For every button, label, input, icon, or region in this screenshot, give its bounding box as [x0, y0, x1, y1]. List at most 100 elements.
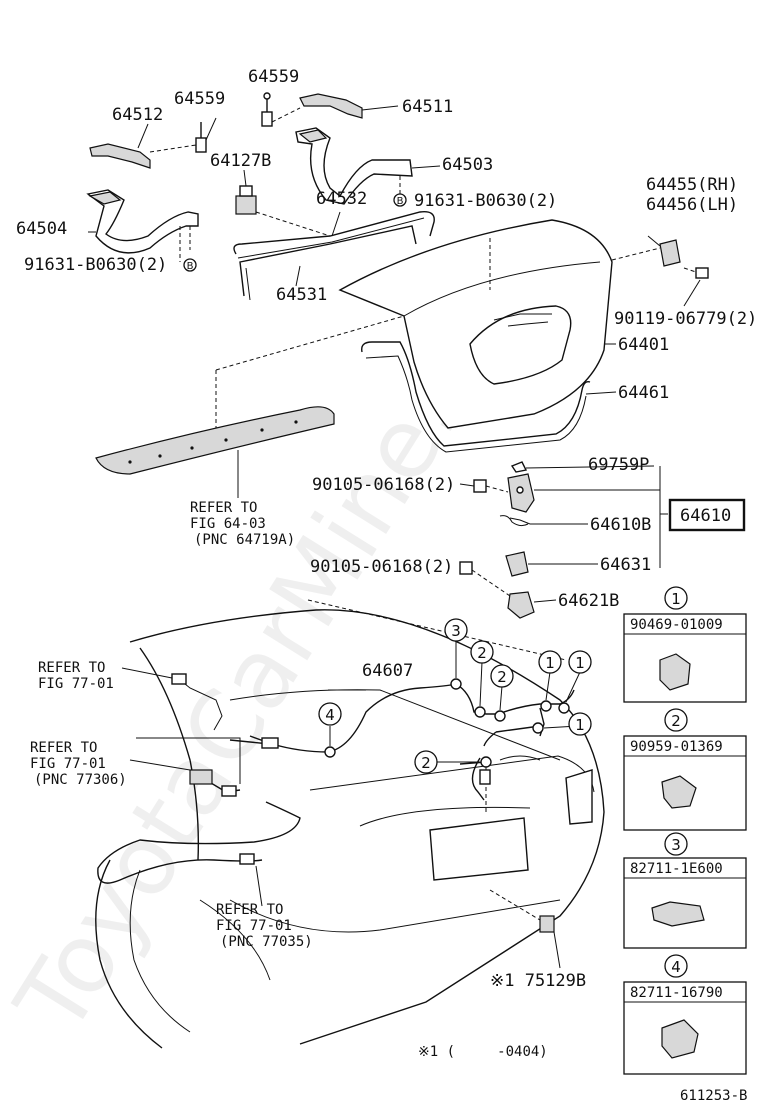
ref-line: REFER TO: [190, 500, 257, 516]
footnote: ※1 ( -0404): [418, 1044, 548, 1060]
clamp-legend-4: 4 82711-16790: [623, 954, 747, 1075]
bolt-marker-text: B: [397, 196, 404, 207]
hinge-arm-64504: [86, 189, 199, 254]
ref-fig-77-01-c: REFER TO FIG 77-01 (PNC 77035): [216, 902, 313, 950]
label-64559-left: 64559: [174, 89, 225, 109]
label-64610-box: 64610: [668, 498, 746, 532]
clamp-number: 3: [671, 836, 681, 854]
clamp-legend-3: 3 82711-1E600: [623, 832, 747, 949]
callout-2-b: 2: [490, 664, 514, 688]
screw-90119: [683, 267, 709, 307]
ref-line: REFER TO: [216, 902, 283, 918]
label-64503: 64503: [442, 155, 493, 175]
hinge-64511: [299, 93, 399, 119]
clamp-number: 2: [671, 712, 681, 730]
bolt-64559-top: [261, 92, 273, 127]
clamp-icon-3: [651, 901, 705, 927]
clamp-icon-1: [659, 653, 691, 691]
label-64610: 64610: [680, 506, 731, 526]
clamp-number: 4: [671, 958, 681, 976]
clamp-icon-2: [661, 775, 697, 809]
ref-line: REFER TO: [30, 740, 97, 756]
label-64455-rh: 64455(RH): [646, 175, 738, 195]
label-64461: 64461: [618, 383, 669, 403]
weatherstrip-64461: [361, 341, 617, 453]
callout-4: 4: [318, 702, 342, 726]
label-64559-top: 64559: [248, 67, 299, 87]
label-64504: 64504: [16, 219, 67, 239]
callout-1-c: 1: [568, 712, 592, 736]
bolt-90105-b: [459, 561, 511, 597]
callout-2-a: 2: [470, 640, 494, 664]
callout-number: 4: [325, 706, 335, 724]
clamp-number: 1: [671, 590, 681, 608]
clamp-part-number: 90469-01009: [630, 617, 723, 633]
bolt-64559-left: [195, 122, 207, 153]
label-90105-a: 90105-06168(2): [312, 475, 455, 495]
clip-64127b: [235, 169, 257, 215]
label-64512: 64512: [112, 105, 163, 125]
ref-line: (PNC 77306): [34, 772, 127, 788]
clamp-part-number: 82711-1E600: [630, 861, 723, 877]
trunk-lid-64401: [338, 219, 616, 429]
label-64456-lh: 64456(LH): [646, 195, 738, 215]
clamp-part-number: 82711-16790: [630, 985, 723, 1001]
label-64610b: 64610B: [590, 515, 651, 535]
striker-cover-64621b: [507, 591, 557, 619]
clamp-icon-4: [661, 1019, 699, 1059]
figure-id: 611253-B: [680, 1088, 747, 1104]
label-64631: 64631: [600, 555, 651, 575]
label-90105-b: 90105-06168(2): [310, 557, 453, 577]
callout-1-b: 1: [568, 650, 592, 674]
ref-line: FIG 64-03: [190, 516, 266, 532]
callout-number: 1: [575, 654, 585, 672]
ref-line: FIG 77-01: [38, 676, 114, 692]
hinge-arm-64503: [295, 127, 441, 205]
label-64532: 64532: [316, 189, 367, 209]
label-91631-left: 91631-B0630(2): [24, 255, 167, 275]
callout-number: 3: [451, 622, 461, 640]
connector-nodes: [324, 678, 570, 785]
ref-line: (PNC 64719A): [194, 532, 295, 548]
clamp-part-number: 90959-01369: [630, 739, 723, 755]
callout-number: 1: [545, 654, 555, 672]
lock-64610b: [499, 461, 660, 527]
hinge-64512: [89, 123, 151, 169]
label-64401: 64401: [618, 335, 669, 355]
ref-fig-64-03: REFER TO FIG 64-03 (PNC 64719A): [190, 500, 295, 548]
label-64511: 64511: [402, 97, 453, 117]
bolt-callout-left: B: [183, 258, 197, 272]
ref-fig-77-01-a: REFER TO FIG 77-01: [38, 660, 114, 692]
callout-1-a: 1: [538, 650, 562, 674]
bolt-callout-right: B: [393, 193, 407, 207]
label-64607: 64607: [362, 661, 413, 681]
bolt-90105-a: [459, 479, 509, 493]
callout-number: 2: [421, 754, 431, 772]
callout-number: 2: [477, 644, 487, 662]
caution-label-75129b: [489, 889, 561, 969]
label-64621b: 64621B: [558, 591, 619, 611]
torsion-bar-64531: [239, 225, 417, 301]
clamp-legend-1: 1 90469-01009: [623, 586, 747, 703]
bolt-marker-text: B: [187, 261, 194, 272]
torsion-bar-64532: [233, 211, 435, 259]
label-75129b: ※1 75129B: [490, 971, 586, 991]
ref-line: FIG 77-01: [30, 756, 106, 772]
label-64127b: 64127B: [210, 151, 271, 171]
clamp-legend-2: 2 90959-01369: [623, 708, 747, 831]
callout-number: 1: [575, 716, 585, 734]
label-64531: 64531: [276, 285, 327, 305]
ref-line: REFER TO: [38, 660, 105, 676]
trunk-trim-panel: [95, 406, 335, 498]
label-90119: 90119-06779(2): [614, 309, 757, 329]
bump-stopper-64455: [647, 235, 681, 267]
ref-line: FIG 77-01: [216, 918, 292, 934]
callout-number: 2: [497, 668, 507, 686]
striker-64631: [505, 551, 598, 577]
callout-3: 3: [444, 618, 468, 642]
ref-fig-77-01-b: REFER TO FIG 77-01 (PNC 77306): [30, 740, 127, 788]
car-body-outline: [95, 609, 605, 1049]
label-91631-right: 91631-B0630(2): [414, 191, 557, 211]
